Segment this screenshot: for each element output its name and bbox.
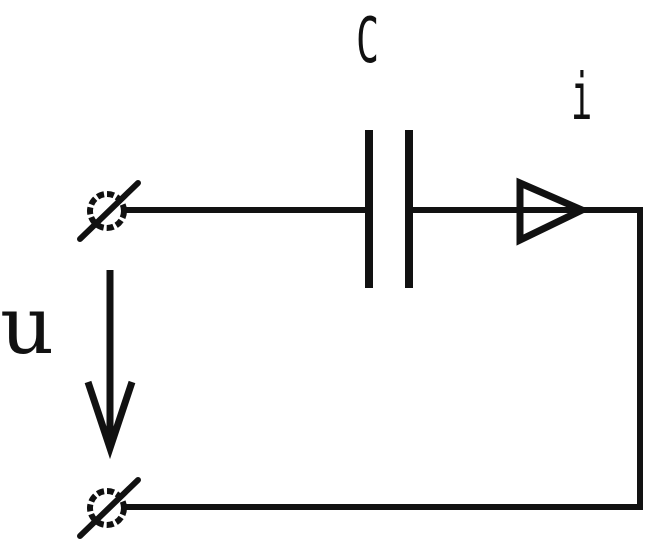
voltage-direction-arrow	[84, 270, 136, 460]
voltage-arrow-head	[84, 380, 136, 460]
bottom-terminal-slash	[77, 477, 141, 539]
top-terminal-slash	[77, 180, 141, 242]
bottom-terminal	[77, 477, 141, 539]
current-direction-arrow	[516, 177, 591, 246]
top-terminal	[77, 180, 141, 242]
current-label: i	[571, 61, 593, 135]
voltage-label: u	[0, 279, 55, 372]
capacitor-label: C	[356, 4, 380, 77]
